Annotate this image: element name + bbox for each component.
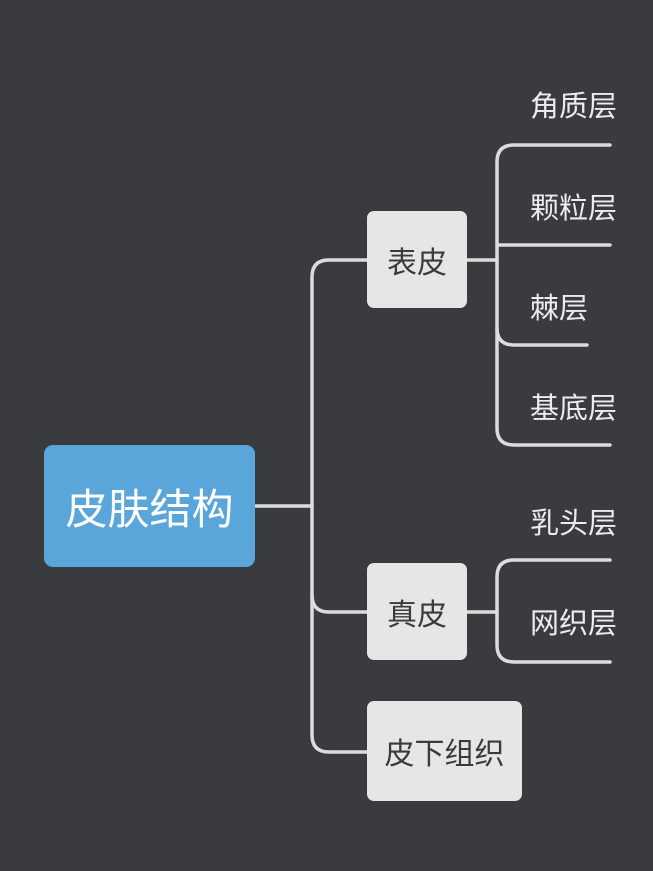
edge-branch-dermis (310, 504, 369, 614)
branch-node-dermis[interactable]: 真皮 (367, 563, 467, 660)
branch-node-epidermis[interactable]: 表皮 (367, 211, 467, 308)
edge-leaf-reticular-layer (495, 610, 612, 664)
leaf-node-papillary-layer[interactable]: 乳头层 (530, 506, 618, 540)
edge-leaf-stratum-corneum (495, 143, 612, 262)
leaf-node-stratum-corneum[interactable]: 角质层 (530, 89, 618, 123)
leaf-node-stratum-spinosum[interactable]: 棘层 (530, 291, 589, 325)
leaf-node-stratum-granulosum[interactable]: 颗粒层 (530, 191, 618, 225)
edge-leaf-stratum-basale (495, 326, 612, 447)
root-node[interactable]: 皮肤结构 (44, 445, 255, 567)
branch-node-subcutis[interactable]: 皮下组织 (367, 701, 522, 801)
edge-leaf-papillary-layer (495, 558, 612, 614)
leaf-node-stratum-basale[interactable]: 基底层 (530, 391, 618, 425)
edge-branch-subcutis (310, 593, 369, 754)
edge-branch-epidermis (310, 258, 369, 508)
leaf-node-reticular-layer[interactable]: 网织层 (530, 606, 618, 640)
